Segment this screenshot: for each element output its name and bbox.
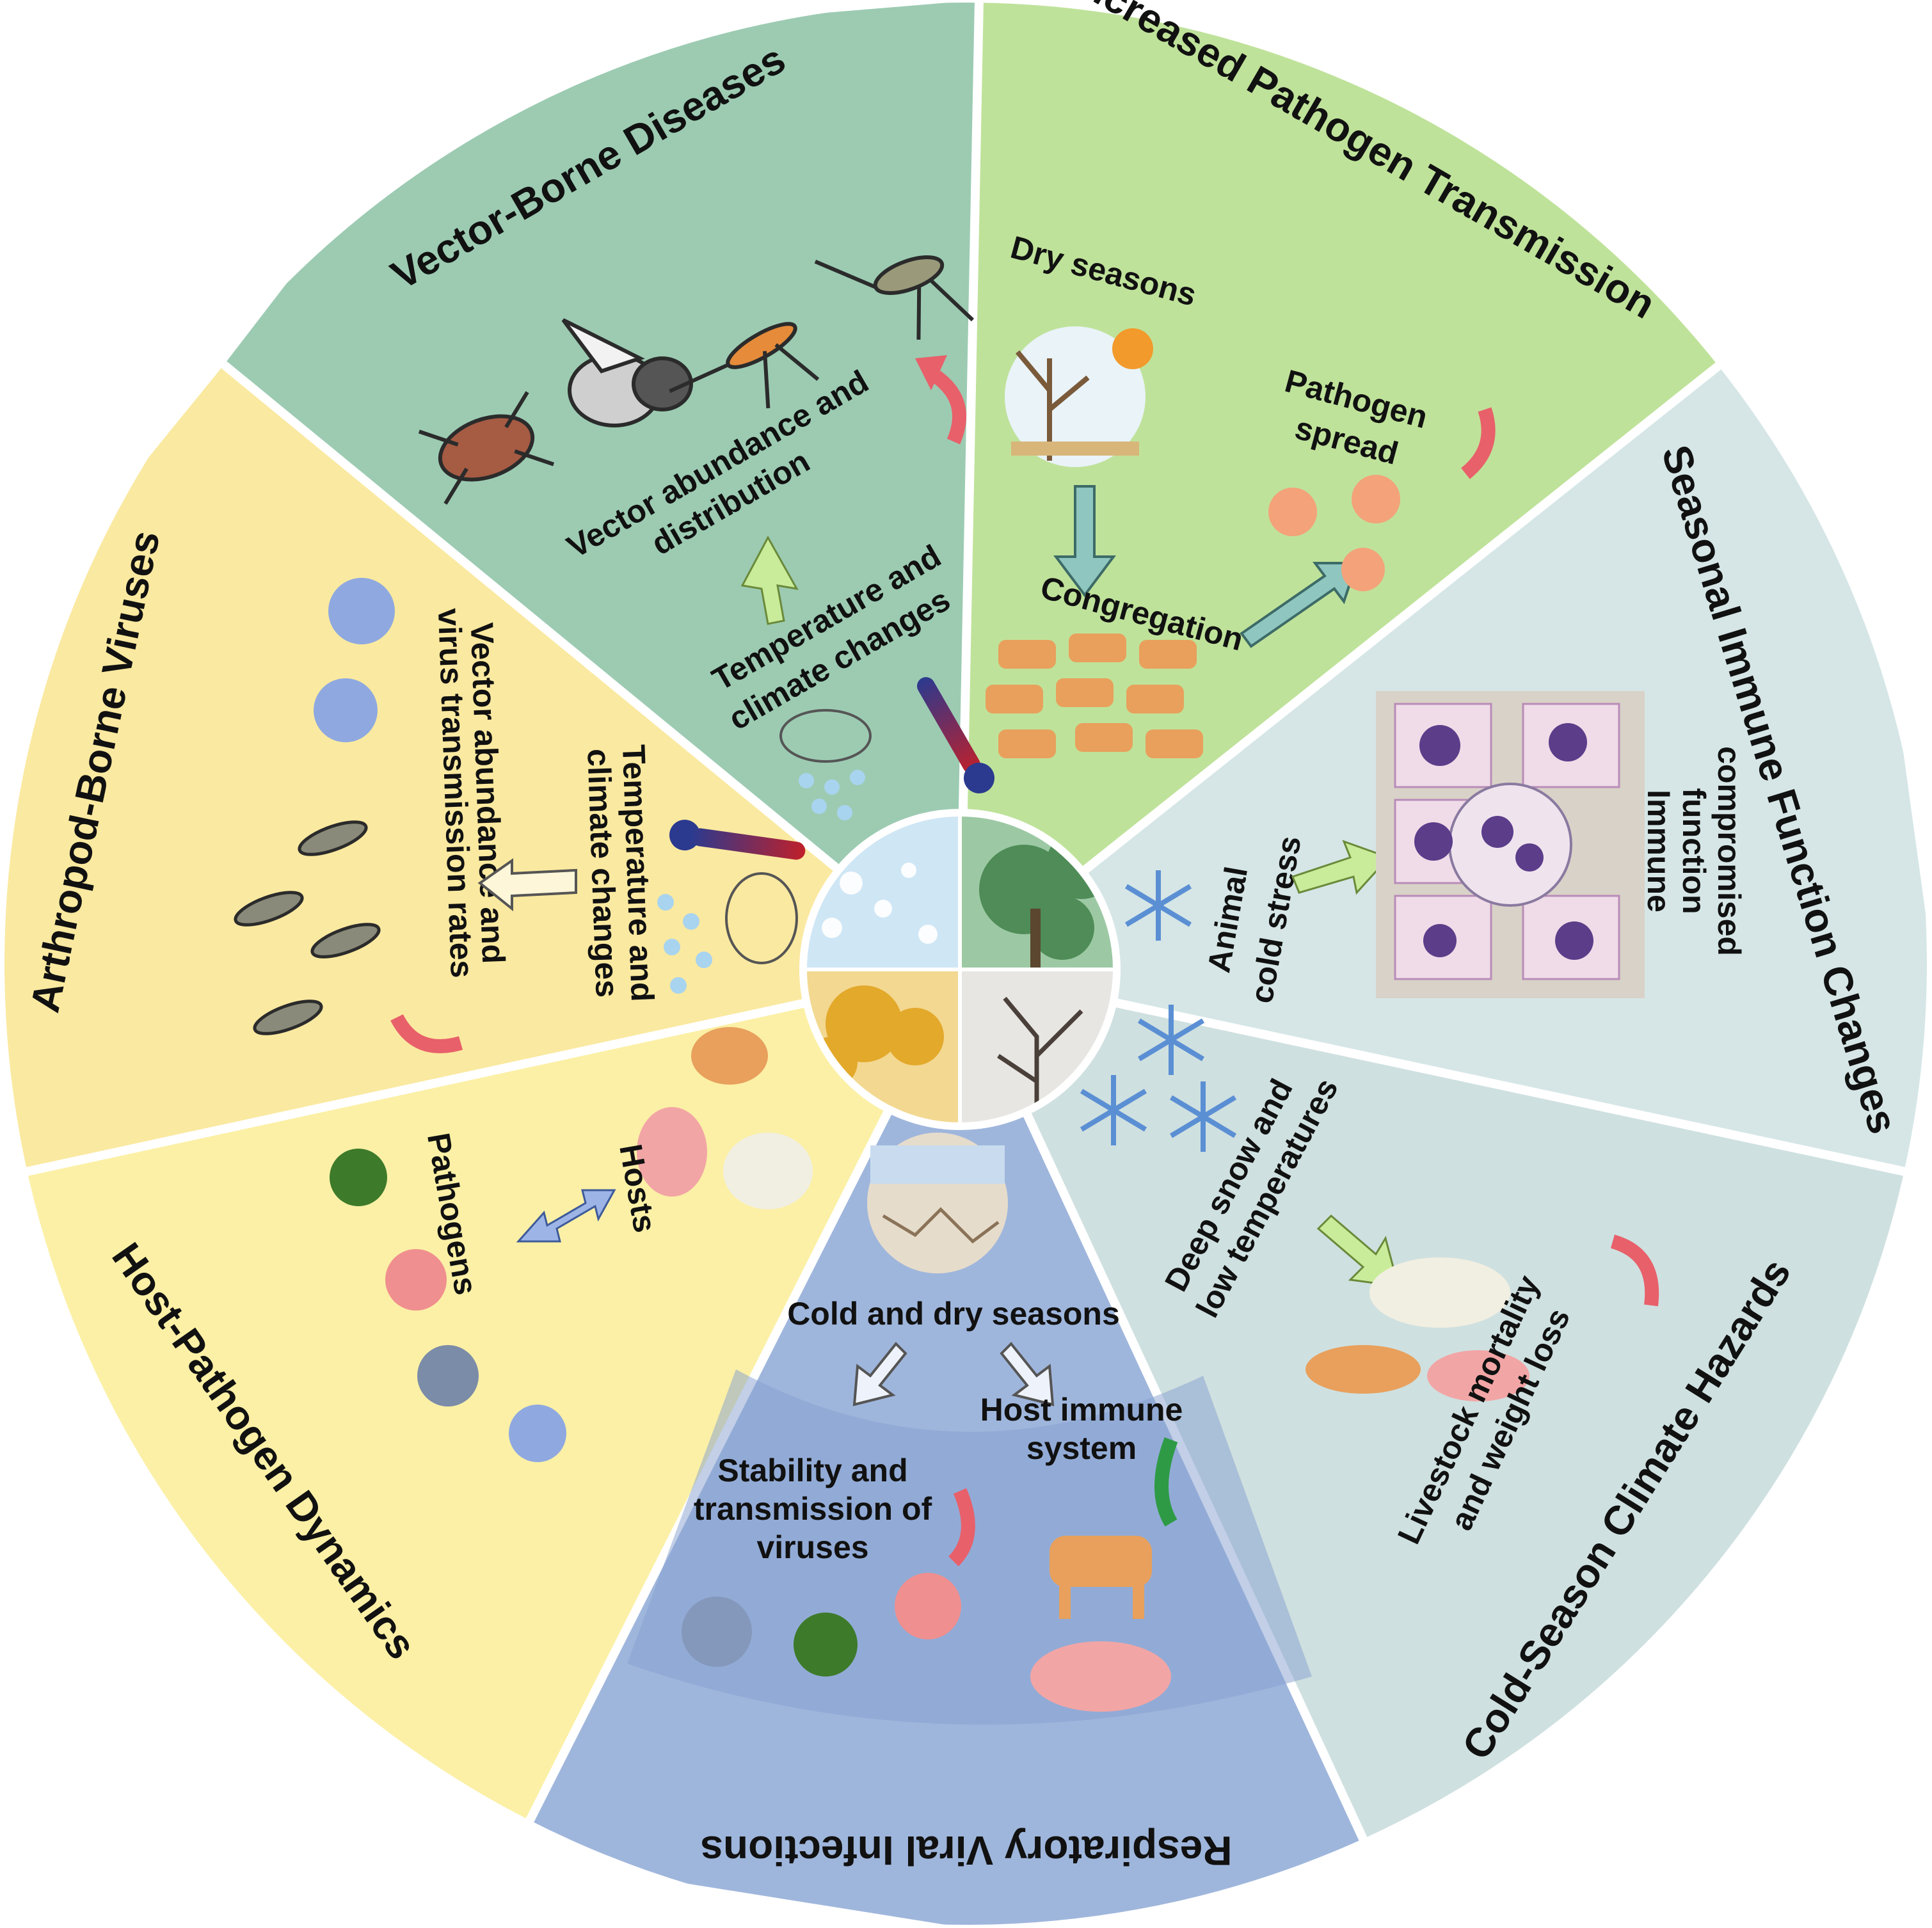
host-pathogen-content: Hosts Pathogens [330, 1027, 813, 1462]
dry-cracked-land-icon [867, 1133, 1008, 1273]
title-respiratory: Respiratory Viral Infections [700, 1828, 1232, 1874]
label-host-immune-2: system [1026, 1430, 1137, 1466]
cycle-arrow-green-icon [1154, 1437, 1178, 1527]
rain-cloud-icon [779, 709, 872, 820]
blood-cells-panel [1376, 691, 1645, 998]
seasonal-immune-content: Animal cold stress Immune function compr… [1124, 691, 1747, 1006]
mosquitoes-icon [234, 820, 381, 1035]
bug-icon [418, 391, 555, 505]
label-immune-1: Immune [1641, 790, 1677, 912]
label-host-immune-1: Host immune [980, 1392, 1183, 1428]
down-arrow-icon [1053, 485, 1116, 598]
mosquito-orange-icon [669, 322, 820, 409]
fly-icon [561, 318, 693, 427]
sector-arthropod [3, 365, 960, 1177]
host-animals-icon [637, 1027, 813, 1209]
left-arrow-icon [477, 858, 577, 912]
dry-season-icon [1005, 326, 1153, 467]
cow-icon [1050, 1536, 1152, 1619]
label-stability-1: Stability and [717, 1453, 907, 1488]
label-immune-3: compromised [1711, 746, 1747, 956]
label-stability-3: viruses [756, 1529, 868, 1565]
mosquito-gray-icon [814, 255, 975, 340]
snowflake-icon [1124, 870, 1192, 941]
insect-icons [418, 255, 975, 505]
cycle-arrow-icon [390, 1014, 463, 1053]
dead-livestock-icon [1305, 1257, 1529, 1401]
pig-icon [1030, 1641, 1171, 1712]
down-right-arrow-icon [1000, 1342, 1055, 1406]
sector-increased-pathogen [960, 1, 1728, 969]
label-cold-dry: Cold and dry seasons [787, 1296, 1120, 1332]
snowflakes-icon [1080, 1005, 1237, 1152]
label-immune-2: function [1676, 788, 1712, 914]
pathogen-viruses-icon [330, 1149, 566, 1462]
thermometer-icon [917, 677, 994, 793]
arthropod-viruses-icon [314, 578, 395, 742]
thermometer-icon [669, 820, 806, 860]
label-stability-2: transmission of [694, 1491, 932, 1527]
right-arrow-icon [1291, 840, 1391, 895]
virus-orange-icon [1268, 475, 1400, 591]
down-left-arrow-icon [852, 1342, 907, 1406]
rain-cloud-icon [657, 872, 798, 994]
cattle-herd-icon [986, 633, 1203, 758]
virus-icons [682, 1573, 961, 1677]
cycle-arrow-icon [948, 1488, 975, 1566]
sector-vector-borne [224, 1, 979, 969]
up-arrow-icon [740, 535, 799, 625]
label-arth-temp-2: climate changes [580, 748, 625, 998]
cycle-arrow-icon [1610, 1234, 1659, 1307]
double-arrow-icon [516, 1189, 616, 1243]
respiratory-content: Cold and dry seasons Host immune system … [682, 1133, 1183, 1712]
cycle-arrow-icon [1460, 407, 1496, 479]
